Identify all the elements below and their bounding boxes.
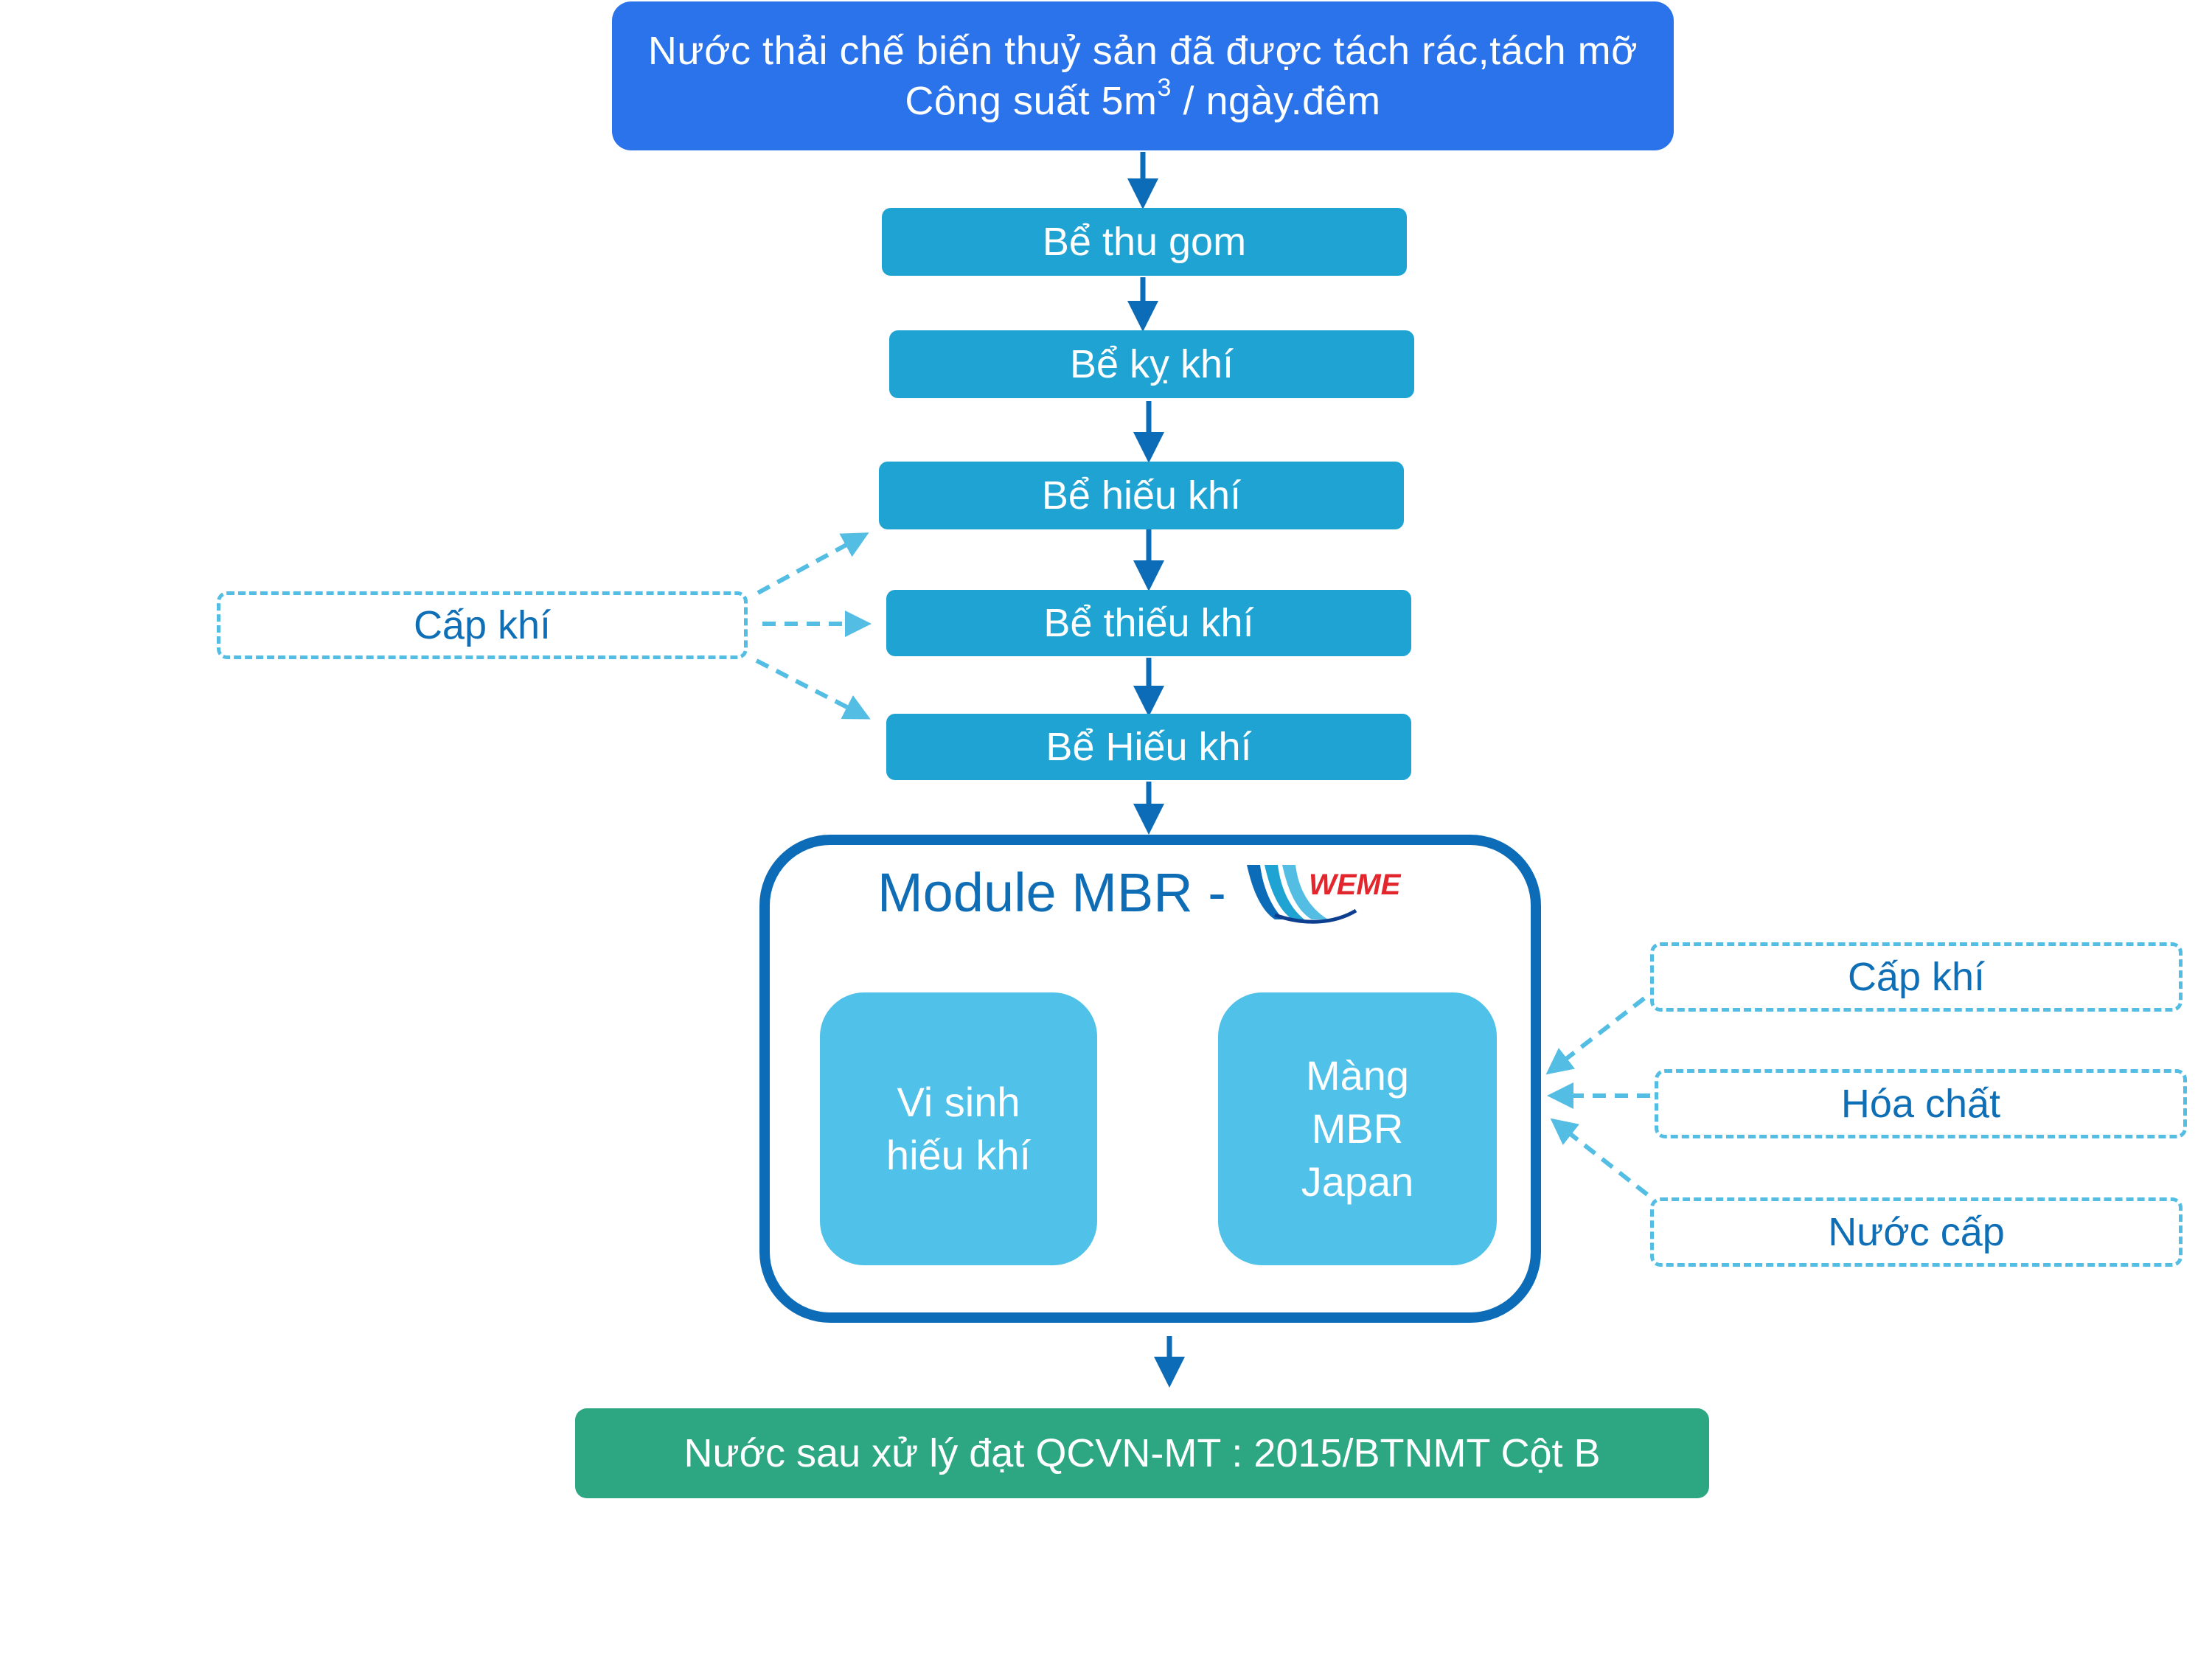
- arrow-right-air-to-module: [1545, 996, 1646, 1075]
- stage-aerobic-tank: Bể hiếu khí: [879, 462, 1404, 529]
- output-treated-water-box: Nước sau xử lý đạt QCVN-MT : 2015/BTNMT …: [575, 1408, 1709, 1498]
- stage-aerobic-tank-2: Bể Hiếu khí: [886, 714, 1411, 780]
- stage-anoxic-tank: Bể thiếu khí: [886, 590, 1411, 656]
- microbe-line2: hiếu khí: [886, 1132, 1032, 1178]
- input-line2: Công suất 5m3 / ngày.đêm: [905, 74, 1381, 126]
- input-line1: Nước thải chế biến thuỷ sản đã được tách…: [647, 29, 1638, 73]
- input-capacity-suffix: / ngày.đêm: [1171, 79, 1381, 123]
- water-supply-box: Nước cấp: [1650, 1197, 2183, 1267]
- weme-logo: WEME: [1245, 862, 1430, 924]
- left-air-supply-box: Cấp khí: [217, 591, 748, 659]
- arrow-air-to-aerobic2: [755, 658, 871, 720]
- mbr-membrane-box: Màng MBR Japan: [1218, 992, 1497, 1265]
- arrow-air-to-aerobic: [757, 532, 869, 595]
- weme-logo-icon: WEME: [1246, 864, 1402, 924]
- membrane-line2: MBR: [1311, 1105, 1404, 1152]
- module-title-text: Module MBR -: [877, 862, 1226, 923]
- input-capacity-prefix: Công suất 5m: [905, 79, 1158, 123]
- microbe-aerobic-box: Vi sinh hiếu khí: [820, 992, 1097, 1265]
- stage-collection-tank: Bể thu gom: [882, 208, 1407, 276]
- input-wastewater-box: Nước thải chế biến thuỷ sản đã được tách…: [612, 1, 1674, 150]
- stage-anaerobic-tank: Bể kỵ khí: [889, 330, 1414, 398]
- module-title: Module MBR - WEME: [877, 861, 1430, 924]
- membrane-line3: Japan: [1301, 1158, 1414, 1205]
- logo-text: WEME: [1309, 869, 1402, 901]
- input-capacity-sup: 3: [1157, 74, 1172, 102]
- microbe-line1: Vi sinh: [897, 1079, 1020, 1125]
- chemical-supply-box: Hóa chất: [1655, 1069, 2187, 1138]
- right-air-supply-box: Cấp khí: [1650, 942, 2183, 1012]
- membrane-line1: Màng: [1305, 1052, 1410, 1099]
- arrow-water-to-module: [1550, 1118, 1649, 1197]
